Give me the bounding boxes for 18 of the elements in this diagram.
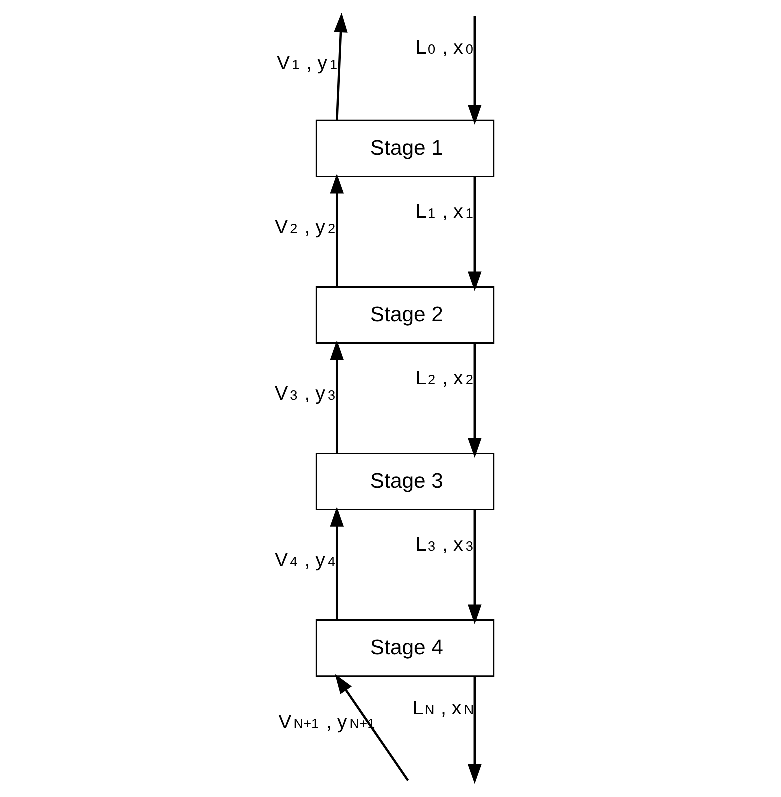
arrow — [330, 507, 344, 622]
node-box: Stage 4 — [316, 620, 495, 678]
arrow — [330, 174, 344, 288]
arrow — [334, 12, 348, 122]
node-box: Stage 1 — [316, 120, 495, 178]
arrow — [468, 677, 482, 784]
node-box: Stage 3 — [316, 453, 495, 511]
node-box: Stage 2 — [316, 286, 495, 344]
edge-label: V3 , y3 — [275, 382, 336, 405]
arrow — [468, 344, 482, 458]
arrow — [468, 177, 482, 292]
arrow — [330, 340, 344, 455]
arrow — [468, 16, 482, 125]
arrow — [335, 674, 410, 782]
edge-label: L0 , x0 — [416, 37, 474, 60]
arrow — [468, 510, 482, 624]
edge-label: V2 , y2 — [275, 216, 336, 238]
edge-label: V4 , y4 — [275, 550, 336, 572]
